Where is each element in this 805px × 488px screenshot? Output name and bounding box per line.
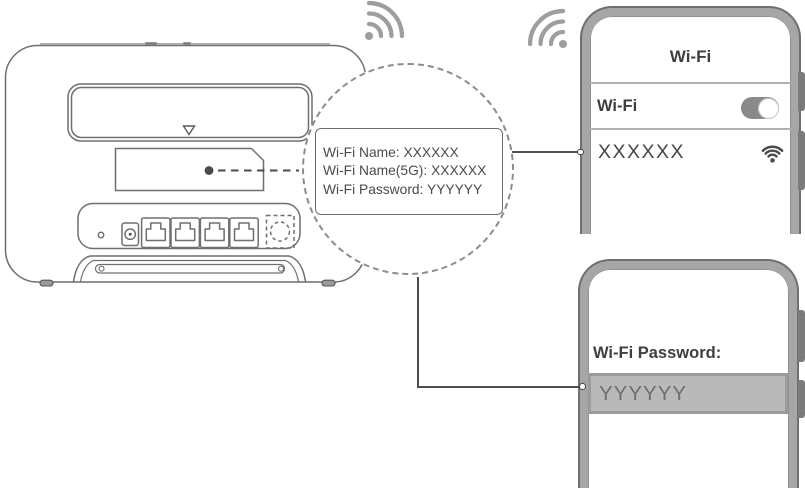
sticker-callout-dot bbox=[204, 166, 214, 175]
antenna-port-dashed bbox=[265, 214, 295, 249]
wifi-network-name[interactable]: XXXXXX bbox=[598, 141, 686, 163]
connector-endpoint-dot bbox=[577, 148, 584, 156]
router-top-tab bbox=[183, 42, 191, 45]
connector-line-to-password-box bbox=[417, 385, 583, 388]
wifi-waves-icon bbox=[365, 0, 405, 40]
connector-line-to-network-row bbox=[512, 151, 580, 154]
router-back-illustration bbox=[4, 42, 367, 287]
phone-side-button[interactable] bbox=[798, 380, 805, 418]
phone-password-screen: Wi-Fi Password: YYYYYY bbox=[580, 261, 797, 488]
wifi-signal-icon bbox=[761, 145, 784, 163]
sticker-line-wifi-name-5g: Wi-Fi Name(5G): XXXXXX bbox=[323, 163, 487, 179]
router-foot bbox=[321, 279, 336, 287]
divider bbox=[590, 128, 791, 130]
sticker-label-magnified: Wi-Fi Name: XXXXXX Wi-Fi Name(5G): XXXXX… bbox=[315, 128, 503, 215]
router-port-panel bbox=[77, 202, 301, 250]
wifi-toggle-switch[interactable] bbox=[741, 97, 779, 119]
phone-side-button[interactable] bbox=[798, 310, 805, 362]
triangle-marker-icon bbox=[182, 125, 196, 136]
router-stand bbox=[72, 255, 307, 282]
wifi-waves-icon bbox=[527, 8, 567, 48]
power-port bbox=[121, 222, 140, 247]
router-top-tab bbox=[145, 42, 157, 45]
sticker-line-wifi-password: Wi-Fi Password: YYYYYY bbox=[323, 181, 483, 197]
phone-wifi-settings-screen: Wi-Fi Wi-Fi XXXXXX bbox=[582, 8, 799, 234]
toggle-knob bbox=[757, 97, 779, 119]
reset-hole bbox=[97, 231, 105, 239]
ethernet-ports bbox=[140, 217, 259, 249]
wifi-password-label: Wi-Fi Password: bbox=[593, 344, 722, 362]
phone-side-button[interactable] bbox=[798, 72, 805, 111]
phone-side-button[interactable] bbox=[798, 131, 805, 190]
divider bbox=[590, 82, 791, 84]
router-sticker bbox=[114, 147, 299, 192]
wifi-password-value: YYYYYY bbox=[599, 381, 688, 405]
connector-line-vertical bbox=[417, 277, 420, 387]
wifi-password-input[interactable]: YYYYYY bbox=[588, 373, 788, 414]
wifi-toggle-label: Wi-Fi bbox=[597, 97, 638, 115]
router-vent-slot bbox=[67, 83, 313, 142]
page-title: Wi-Fi bbox=[669, 47, 712, 66]
router-foot bbox=[39, 279, 54, 287]
connector-endpoint-dot bbox=[579, 383, 586, 390]
sticker-line-wifi-name: Wi-Fi Name: XXXXXX bbox=[323, 144, 459, 160]
phone-wifi-settings-clip: Wi-Fi Wi-Fi XXXXXX bbox=[574, 0, 805, 234]
